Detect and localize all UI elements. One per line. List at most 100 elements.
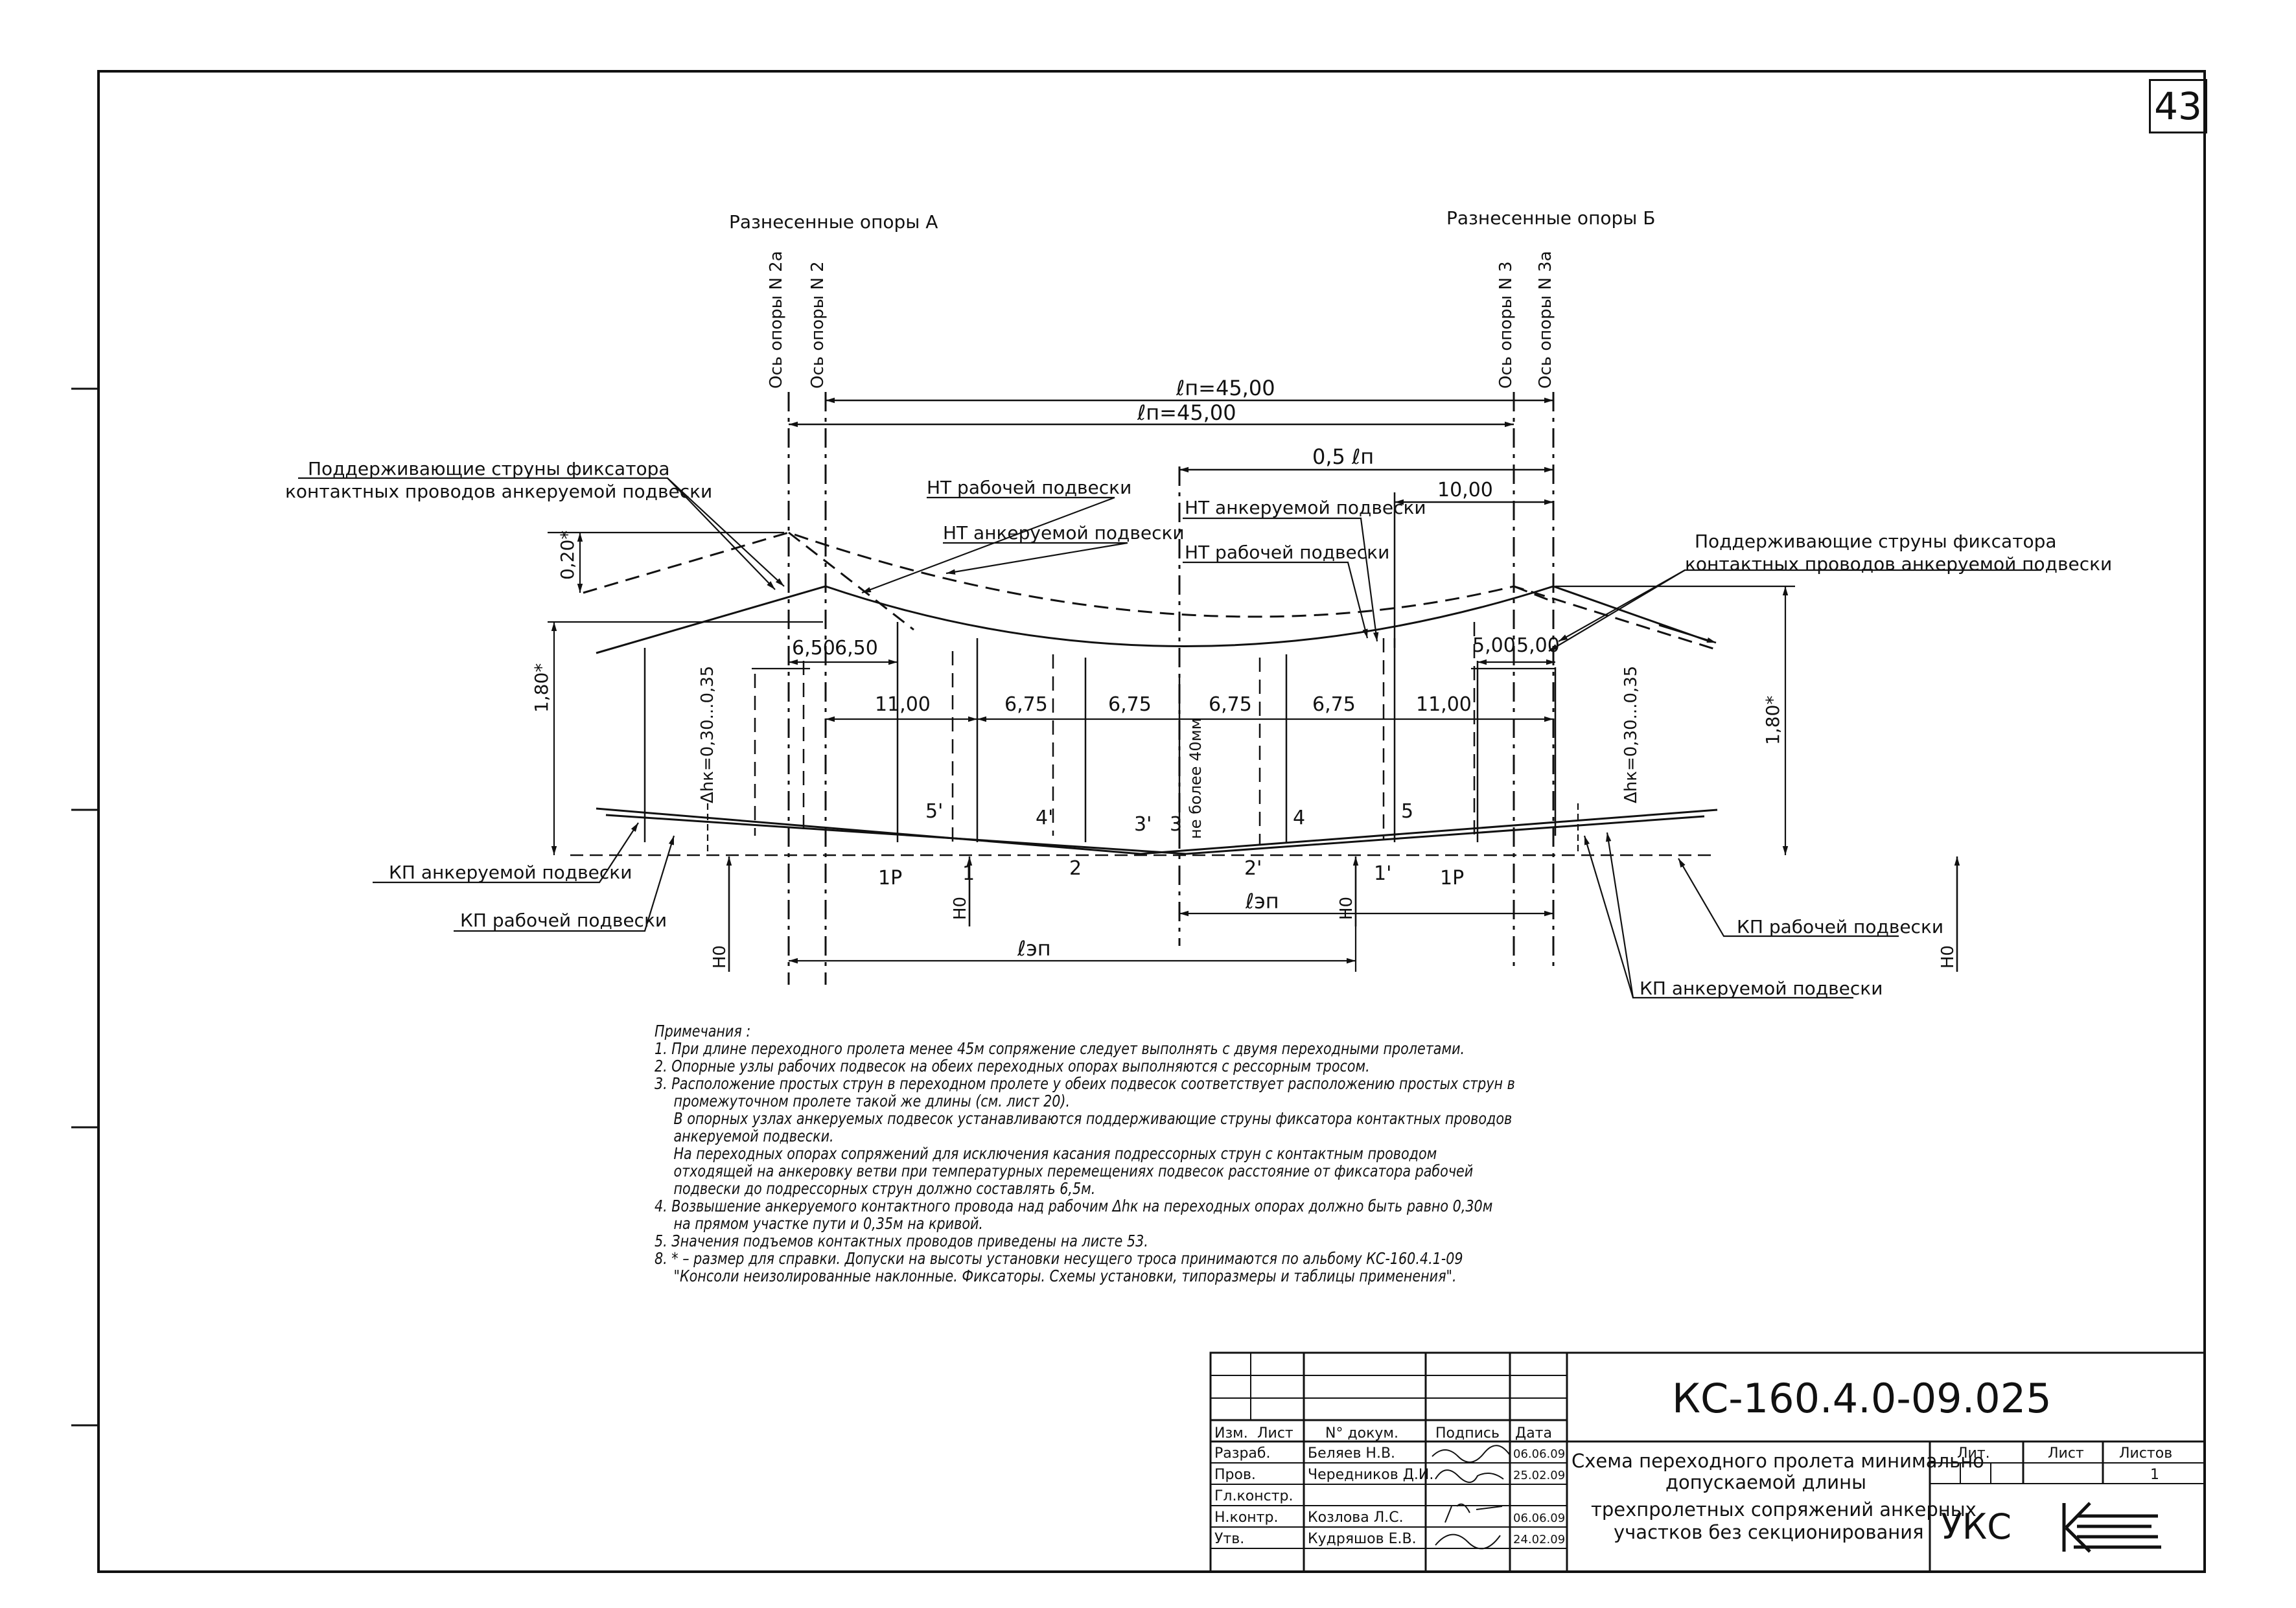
col-list: Лист: [1257, 1425, 1293, 1441]
kp-working-right: КП рабочей подвески: [1737, 916, 1943, 937]
point-labels: 5' 4' 3' 3 4 5 1Р 1 2 2' 1' 1Р: [878, 800, 1464, 890]
lit-header: Лит.: [1957, 1445, 1990, 1462]
supports-a-label: Разнесенные опоры А: [729, 211, 938, 233]
pt-5p: 5': [925, 800, 943, 823]
droppers: [644, 622, 1557, 849]
pt-1: 1: [962, 862, 975, 885]
dim-180-right: 1,80*: [1762, 696, 1783, 745]
note-1: 1. При длине переходного пролета менее 4…: [655, 1039, 1465, 1058]
l-en-right: ℓэп: [1245, 889, 1279, 913]
dim-675-4: 6,75: [1312, 693, 1356, 716]
axis-3a-label: Ось опоры N 3а: [1536, 251, 1555, 389]
dim-650-b: 6,50: [835, 637, 878, 660]
dim-675-3: 6,75: [1209, 693, 1252, 716]
role-utv: Утв.: [1214, 1531, 1244, 1547]
dim-675-2: 6,75: [1108, 693, 1152, 716]
note-8-cont: "Консоли неизолированные наклонные. Фикс…: [673, 1267, 1457, 1285]
note-3-cont-4: На переходных опорах сопряжений для искл…: [673, 1144, 1437, 1163]
pt-1p: 1': [1374, 862, 1391, 885]
title-block-headers: Изм. Лист N° докум. Подпись Дата: [1214, 1425, 1552, 1441]
dim-1100-right: 11,00: [1416, 693, 1472, 716]
half-span-label: 0,5 ℓп: [1312, 444, 1374, 469]
pt-5: 5: [1401, 800, 1413, 823]
note-3-cont-3: анкеруемой подвески.: [673, 1127, 834, 1145]
support-strings-right-1: Поддерживающие струны фиксатора: [1695, 531, 2057, 552]
pt-2p: 2': [1244, 857, 1262, 880]
title-line-4: участков без секционирования: [1614, 1521, 1924, 1543]
nt-working-left: НТ рабочей подвески: [927, 477, 1131, 498]
h0-3: Н0: [710, 945, 730, 969]
date-n-kontr: 06.06.09: [1513, 1511, 1565, 1525]
name-prov: Чередников Д.И.: [1308, 1467, 1433, 1483]
axis-3-label: Ось опоры N 3: [1496, 261, 1516, 389]
span-lower-label: ℓп=45,00: [1137, 400, 1236, 425]
support-strings-left-2: контактных проводов анкеруемой подвески: [285, 481, 712, 502]
nt-working-mid: НТ рабочей подвески: [1185, 542, 1389, 563]
company-logo: [2062, 1502, 2161, 1553]
messenger-wire-end-arrows: [1658, 624, 1717, 644]
role-razrab: Разраб.: [1214, 1445, 1270, 1462]
role-gl-konstr: Гл.констр.: [1214, 1488, 1293, 1504]
role-prov: Пров.: [1214, 1467, 1256, 1483]
l-en-left: ℓэп: [1017, 936, 1051, 961]
name-utv: Кудряшов Е.В.: [1308, 1531, 1417, 1547]
date-utv: 24.02.09: [1513, 1533, 1565, 1546]
note-4-cont: на прямом участке пути и 0,35м на кривой…: [673, 1214, 983, 1233]
h0-1: Н0: [951, 897, 970, 920]
note-2: 2. Опорные узлы рабочих подвесок на обеи…: [655, 1057, 1370, 1075]
axis-captions: Ось опоры N 2а Ось опоры N 2 Ось опоры N…: [767, 251, 1555, 389]
sheet-header: Лист: [2048, 1445, 2084, 1462]
role-n-kontr: Н.контр.: [1214, 1510, 1278, 1526]
date-prov: 25.02.09: [1513, 1469, 1565, 1482]
pt-1P-right: 1Р: [1440, 867, 1464, 890]
pt-4: 4: [1293, 807, 1305, 829]
col-doc: N° докум.: [1325, 1425, 1398, 1441]
sheet-number: 43: [2149, 79, 2207, 133]
support-axes: [787, 392, 1555, 985]
h0-2: Н0: [1337, 897, 1356, 920]
col-date: Дата: [1515, 1425, 1552, 1441]
h0-arrows: [726, 856, 1960, 972]
date-razrab: 06.06.09: [1513, 1447, 1565, 1461]
col-izm: Изм.: [1214, 1425, 1248, 1441]
notes-title: Примечания :: [655, 1022, 751, 1040]
note-3: 3. Расположение простых струн в переходн…: [655, 1074, 1515, 1093]
support-strings-left-1: Поддерживающие струны фиксатора: [308, 458, 670, 479]
pt-3p: 3': [1134, 813, 1152, 836]
nt-anchored-mid: НТ анкеруемой подвески: [1185, 497, 1426, 518]
vertical-dimensions: [548, 531, 1795, 855]
dim-500-a: 5,00: [1472, 634, 1516, 657]
name-razrab: Беляев Н.В.: [1308, 1445, 1395, 1462]
sheets-header: Листов: [2119, 1445, 2172, 1462]
col-sign: Подпись: [1435, 1425, 1500, 1441]
dim-675-1: 6,75: [1004, 693, 1048, 716]
dim-500-b: 5,00: [1516, 634, 1560, 657]
dh-left: Δhк=0,30...0,35: [698, 666, 717, 803]
contact-wires: [570, 807, 1718, 856]
supports-b-label: Разнесенные опоры Б: [1446, 207, 1656, 229]
dropper-dimensions: [752, 659, 1555, 722]
signatures: [1432, 1445, 1511, 1550]
span-upper-label: ℓп=45,00: [1176, 376, 1275, 400]
title-block-rows: Разраб. Беляев Н.В. 06.06.09 Пров. Черед…: [1214, 1445, 1565, 1547]
dim-10-label: 10,00: [1437, 479, 1493, 501]
note-3-cont-5: отходящей на анкеровку ветви при темпера…: [673, 1162, 1474, 1180]
pt-1P-left: 1Р: [878, 867, 902, 890]
pt-2: 2: [1069, 857, 1082, 880]
title-block-grid: [1209, 1351, 2206, 1573]
h0-4: Н0: [1938, 945, 1958, 969]
title-line-3: трехпролетных сопряжений анкерных: [1591, 1499, 1977, 1521]
org-label: УКС: [1941, 1506, 2012, 1547]
pt-4p: 4': [1036, 807, 1053, 829]
sheets-value: 1: [2150, 1467, 2159, 1483]
support-strings-right-2: контактных проводов анкеруемой подвески: [1685, 553, 2112, 575]
note-3-cont-2: В опорных узлах анкеруемых подвесок уста…: [673, 1109, 1513, 1128]
dim-180-left: 1,80*: [531, 663, 552, 713]
note-3-cont-6: подвески до подрессорных струн должно со…: [673, 1179, 1096, 1198]
axis-2a-label: Ось опоры N 2а: [767, 251, 786, 389]
dim-020: 0,20*: [557, 531, 578, 580]
not-more-40-label: не более 40мм: [1187, 718, 1205, 839]
title-line-2: допускаемой длины: [1665, 1471, 1866, 1493]
note-5: 5. Значения подъемов контактных проводов…: [655, 1232, 1148, 1250]
